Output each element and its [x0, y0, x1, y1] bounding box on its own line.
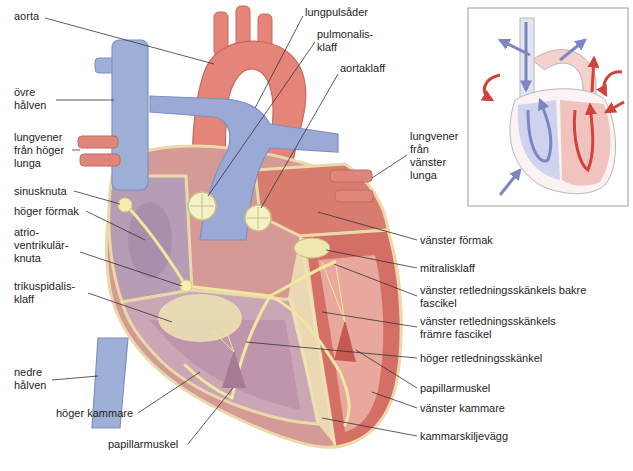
part-label: vänster förmak: [420, 234, 493, 247]
left-anterior-fascicle: [270, 296, 340, 372]
part-label: lungpulsåder: [305, 6, 368, 19]
leader-line: [246, 342, 417, 358]
leader-lines: [45, 16, 417, 444]
flow-arrow: [606, 102, 624, 112]
part-label: höger kammare: [56, 407, 133, 420]
flow-arrow: [528, 100, 551, 161]
papillary-muscle: [222, 350, 246, 388]
flow-arrow: [525, 22, 528, 90]
leader-line: [88, 293, 172, 322]
valve-leaflets: [247, 207, 269, 229]
part-label: vänster kammare: [420, 402, 505, 415]
sinus-node: [118, 198, 132, 212]
heart-wall: [106, 146, 401, 447]
part-label: vänster retledningsskänkels bakre fascik…: [420, 284, 590, 310]
part-label: nedre hålven: [14, 366, 54, 392]
part-label: lungvener från höger lunga: [14, 131, 72, 170]
inset-left-side: [560, 100, 610, 186]
superior-vena-cava: [112, 40, 148, 190]
leader-line: [372, 392, 417, 408]
pulmonary-vein: [330, 170, 372, 182]
leader-line: [356, 350, 417, 388]
part-label: aortaklaff: [340, 62, 385, 75]
flow-arrow: [500, 170, 520, 195]
leader-line: [322, 312, 417, 327]
aortic-valve: [245, 205, 271, 231]
flow-arrow: [560, 40, 585, 60]
inset-frame: [468, 8, 628, 206]
purkinje-fibres: [185, 365, 349, 425]
part-label: lungvener från vänster lunga: [410, 130, 464, 182]
right-atrium: [109, 176, 192, 302]
valve-leaflets: [190, 194, 214, 218]
left-atrium: [255, 164, 388, 236]
pulmonary-valve: [188, 192, 216, 220]
part-label: höger förmak: [14, 205, 79, 218]
part-label: papillarmuskel: [108, 438, 178, 451]
part-label: pulmonalis- klaff: [317, 28, 379, 54]
tricuspid-valve: [158, 294, 242, 342]
leader-line: [326, 250, 417, 268]
left-posterior-fascicle: [270, 262, 335, 296]
leader-line: [52, 376, 98, 380]
inset-heart: [510, 89, 616, 194]
part-label: aorta: [14, 10, 39, 23]
leader-line: [322, 418, 417, 436]
leader-line: [318, 212, 417, 240]
part-label: kammarskiljevägg: [420, 430, 508, 443]
flow-arrow: [574, 105, 592, 170]
part-label: mitralisklaff: [420, 262, 475, 275]
leader-line: [72, 150, 80, 151]
pulmonary-vein: [80, 154, 120, 166]
flow-arrow: [500, 40, 530, 55]
leader-line: [74, 191, 120, 204]
inset-arrows: [484, 22, 624, 195]
leader-line: [86, 211, 145, 240]
conduction-system: [126, 205, 349, 425]
part-label: papillarmuskel: [420, 382, 490, 395]
leader-line: [372, 155, 407, 178]
bundle-of-his: [186, 286, 270, 296]
part-label: vänster retledningsskänkels främre fasci…: [420, 315, 590, 341]
pulmonary-artery: [150, 96, 338, 240]
blood-flow-inset: [468, 8, 628, 206]
leader-line: [138, 372, 200, 413]
part-label: sinusknuta: [14, 185, 67, 198]
chordae: [212, 260, 345, 352]
leader-line: [261, 74, 338, 208]
pulmonary-vein: [78, 136, 118, 148]
leader-line: [45, 18, 214, 64]
inset-right-side: [518, 100, 560, 180]
leader-line: [80, 252, 182, 286]
conduction-path: [126, 205, 186, 286]
septum: [288, 236, 336, 446]
part-label: atrio- ventrikulär- knuta: [14, 226, 78, 265]
leader-line: [334, 264, 417, 296]
flow-arrow: [604, 72, 622, 95]
part-label: övre hålven: [14, 86, 56, 112]
leader-line: [188, 388, 233, 444]
leader-line: [56, 100, 114, 101]
pulmonary-vein: [335, 190, 373, 202]
leader-line: [208, 42, 315, 196]
papillary-muscle: [334, 320, 356, 362]
part-label: trikuspidalis- klaff: [14, 280, 86, 306]
flow-arrow: [484, 75, 500, 100]
mitral-valve: [294, 238, 330, 258]
part-label: höger retledningsskänkel: [420, 352, 542, 365]
flow-arrow: [592, 58, 594, 92]
